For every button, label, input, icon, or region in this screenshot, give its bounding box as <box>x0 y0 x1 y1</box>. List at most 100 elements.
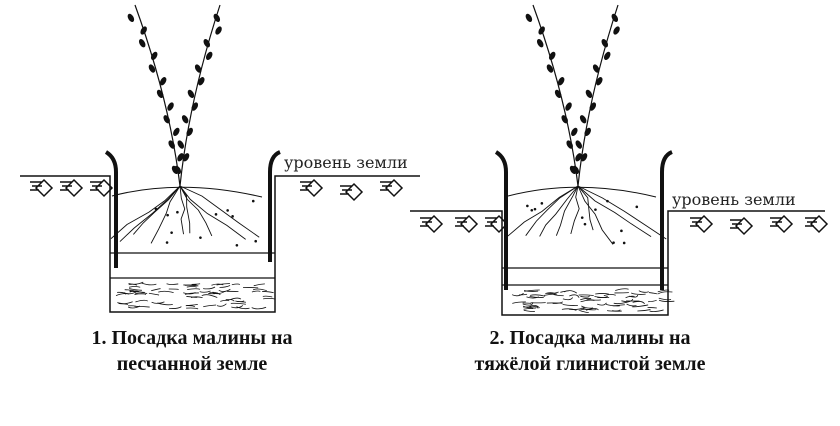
gravel-stroke <box>657 291 673 295</box>
leaf <box>571 127 578 137</box>
gravel-stroke <box>183 284 197 286</box>
leaf <box>565 102 572 111</box>
turf-hatch <box>455 214 479 234</box>
turf-hatch <box>690 214 714 234</box>
raspberry-plant <box>506 4 667 245</box>
leaf <box>150 51 158 61</box>
leaf <box>168 140 175 149</box>
ground-line <box>410 210 825 316</box>
leaf <box>203 39 211 48</box>
turf-hatch <box>30 178 54 198</box>
soil-particle <box>231 215 234 218</box>
leaf <box>163 115 170 124</box>
gravel-stroke <box>563 290 578 294</box>
gravel-stroke <box>219 285 231 288</box>
drainage-layer <box>511 288 675 313</box>
soil-particle <box>540 202 544 205</box>
gravel-stroke <box>201 294 218 298</box>
soil-particle <box>170 231 173 234</box>
turf-hatch <box>770 214 794 234</box>
turf-hatch <box>485 214 509 234</box>
soil-particle <box>251 199 255 203</box>
soil-particle <box>254 239 257 243</box>
soil-particle <box>226 209 229 212</box>
leaf <box>140 26 147 35</box>
soil-particle <box>526 204 529 208</box>
gravel-stroke <box>529 294 546 297</box>
gravel-stroke <box>151 288 161 292</box>
gravel-stroke <box>626 303 637 307</box>
gravel-stroke <box>607 310 622 312</box>
turf-hatch <box>90 178 114 198</box>
gravel-stroke <box>597 295 608 298</box>
gravel-stroke <box>184 292 199 295</box>
gravel-stroke <box>581 307 597 311</box>
root <box>539 185 579 237</box>
gravel-stroke <box>586 298 601 301</box>
drainage-layer <box>115 281 276 310</box>
gravel-stroke <box>230 297 242 301</box>
gravel-stroke <box>252 288 267 292</box>
leaf <box>205 51 213 61</box>
gravel-stroke <box>216 303 227 307</box>
root <box>179 185 191 234</box>
board-right <box>660 150 673 290</box>
leaf <box>592 64 600 73</box>
leaf <box>538 26 545 35</box>
gravel-stroke <box>141 282 157 286</box>
gravel-stroke <box>657 289 670 293</box>
gravel-stroke <box>151 301 165 304</box>
root <box>577 185 614 245</box>
gravel-stroke <box>134 292 148 295</box>
leaf <box>603 51 611 61</box>
leaf <box>557 77 565 86</box>
gravel-stroke <box>168 288 179 290</box>
gravel-stroke <box>562 304 578 306</box>
gravel-stroke <box>203 286 216 290</box>
leaf <box>548 51 556 61</box>
turf-hatch <box>420 214 444 234</box>
gravel-stroke <box>263 298 276 300</box>
gravel-stroke <box>235 300 245 303</box>
ground-hatching <box>420 214 829 236</box>
leaf <box>167 102 174 111</box>
leaf <box>138 39 146 48</box>
leaf <box>177 153 184 162</box>
leaf <box>187 89 195 99</box>
turf-hatch <box>300 178 324 198</box>
leaf <box>173 127 180 137</box>
gravel-stroke <box>597 302 607 306</box>
gravel-stroke <box>216 283 230 286</box>
gravel-stroke <box>523 289 539 292</box>
gravel-stroke <box>562 297 574 301</box>
gravel-stroke <box>612 304 625 307</box>
leaf <box>156 89 164 99</box>
gravel-stroke <box>186 296 198 298</box>
soil-particle <box>594 208 597 211</box>
soil-particle <box>612 241 615 244</box>
gravel-stroke <box>581 305 594 309</box>
leaf <box>572 165 580 175</box>
leaf <box>186 127 193 137</box>
gravel-stroke <box>613 301 630 305</box>
root <box>577 185 667 240</box>
gravel-stroke <box>615 288 629 291</box>
leaf <box>215 26 222 35</box>
leaf <box>575 140 583 149</box>
gravel-stroke <box>187 288 201 290</box>
gravel-stroke <box>658 299 675 302</box>
gravel-stroke <box>128 281 144 285</box>
soil-particle <box>199 236 202 239</box>
gravel-stroke <box>186 307 199 310</box>
soil-particle <box>154 207 158 211</box>
soil-particle <box>580 216 584 219</box>
root <box>179 185 246 240</box>
clay-soil-planting: уровень земли <box>410 4 829 316</box>
turf-hatch <box>340 182 364 202</box>
caption-2-line-2: тяжёлой глинистой земле <box>475 353 706 375</box>
root <box>179 185 213 237</box>
gravel-stroke <box>569 294 580 298</box>
root <box>179 185 186 235</box>
gravel-stroke <box>225 298 235 302</box>
